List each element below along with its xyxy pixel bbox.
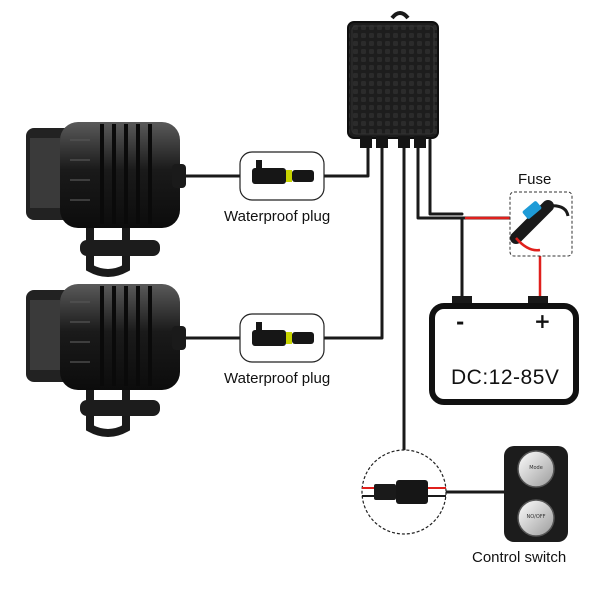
fuse-label: Fuse: [518, 171, 552, 188]
fuse-holder-icon: [509, 191, 573, 257]
battery-voltage-label: DC:12-85V: [451, 366, 560, 389]
waterproof-plug-icon-bottom: [239, 313, 325, 363]
controller-box-icon: [347, 11, 439, 148]
control-switch-icon: [504, 446, 568, 542]
on-off-button-label: NO/OFF: [526, 514, 546, 520]
waterproof-plug-label-top: Waterproof plug: [224, 208, 331, 225]
waterproof-plug-icon-top: [239, 151, 325, 201]
battery-minus-sign: -: [456, 310, 465, 334]
wire-light-bottom: [178, 138, 384, 340]
wires: [178, 138, 542, 494]
control-switch-label: Control switch: [472, 549, 567, 566]
battery-plus-sign: +: [534, 309, 551, 333]
battery-icon: [429, 296, 579, 405]
spotlight-icon-top: [26, 122, 186, 277]
mode-button-label: Mode: [529, 465, 543, 471]
connector-icon: [361, 449, 447, 535]
spotlight-icon-bottom: [26, 284, 186, 437]
wire-battery-negative: [416, 138, 464, 302]
wire-light-top: [178, 138, 370, 178]
waterproof-plug-label-bottom: Waterproof plug: [224, 370, 331, 387]
wire-battery-positive-in: [428, 138, 518, 220]
